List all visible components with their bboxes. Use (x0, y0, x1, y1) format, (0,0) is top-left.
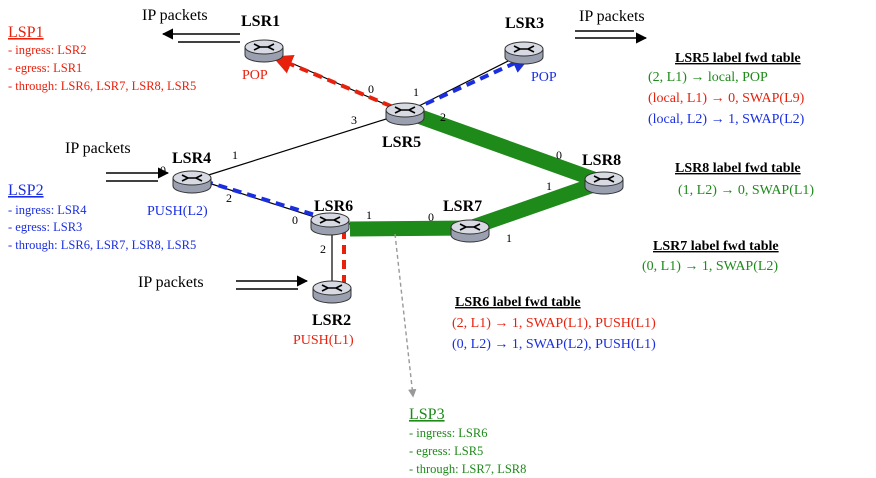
lsp1-legend: LSP1 - ingress: LSR2 - egress: LSR1 - th… (8, 24, 196, 93)
lsp3-title: LSP3 (409, 406, 445, 423)
ip-packet-arrows (106, 28, 648, 290)
router-lsr6-icon (310, 212, 350, 236)
lsp3-line: - ingress: LSR6 (409, 426, 487, 440)
lsp2-line: - ingress: LSR4 (8, 203, 87, 217)
ip-packets-label-lsr4: IP packets (65, 140, 131, 157)
lsr8-table-row: (1, L2) → 0, SWAP(L1) (678, 183, 814, 198)
lsr7-table-row: (0, L1) → 1, SWAP(L2) (642, 259, 778, 274)
ip-packets-label-lsr2: IP packets (138, 274, 204, 291)
port-lsr8-0: 0 (556, 148, 562, 162)
lsr5-table-row: (2, L1) → local, POP (648, 70, 768, 85)
lsr8-name: LSR8 (582, 152, 621, 169)
router-lsr3-icon (504, 41, 544, 65)
lsr8-table-title: LSR8 label fwd table (675, 161, 801, 176)
lsr5-name: LSR5 (382, 134, 421, 151)
lsr5-table-title: LSR5 label fwd table (675, 51, 801, 66)
port-lsr4-1: 1 (232, 148, 238, 162)
port-lsr4-2: 2 (226, 191, 232, 205)
lsr6-table-title: LSR6 label fwd table (455, 295, 581, 310)
lsr6-table-row: (0, L2) → 1, SWAP(L2), PUSH(L1) (452, 337, 656, 352)
port-lsr8-1: 1 (546, 179, 552, 193)
lsr3-note: POP (531, 70, 557, 85)
port-lsr4-0: 0 (160, 163, 166, 177)
lsp2-segment-lsr5-lsr3 (411, 54, 532, 112)
port-lsr6-1: 1 (366, 208, 372, 222)
port-lsr5-2: 2 (440, 110, 446, 124)
port-lsr1-0: 0 (368, 82, 374, 96)
lsp2-legend: LSP2 - ingress: LSR4 - egress: LSR3 - th… (8, 182, 196, 252)
lsp2-line: - through: LSR6, LSR7, LSR8, LSR5 (8, 238, 196, 252)
lsr3-name: LSR3 (505, 15, 544, 32)
lsp1-line: - through: LSR6, LSR7, LSR8, LSR5 (8, 79, 196, 93)
lsr5-table-row: (local, L2) → 1, SWAP(L2) (648, 112, 805, 127)
ip-packets-label-lsr1: IP packets (142, 7, 208, 24)
router-lsr8-icon (584, 171, 624, 195)
lsr6-table-row: (2, L1) → 1, SWAP(L1), PUSH(L1) (452, 316, 656, 331)
lsp2-path (203, 54, 532, 221)
port-lsr6-0: 0 (292, 213, 298, 227)
ip-packets-label-lsr3: IP packets (579, 8, 645, 25)
lsp2-line: - egress: LSR3 (8, 220, 82, 234)
link-lsr3-lsr5 (404, 52, 525, 114)
lsr4-note: PUSH(L2) (147, 204, 208, 219)
lsp3-line: - through: LSR7, LSR8 (409, 462, 526, 476)
lsr7-table-title: LSR7 label fwd table (653, 239, 779, 254)
lsr6-name: LSR6 (314, 198, 353, 215)
lsr8-table: LSR8 label fwd table (1, L2) → 0, SWAP(L… (675, 161, 814, 198)
lsp2-title: LSP2 (8, 182, 44, 199)
lsr7-table: LSR7 label fwd table (0, L1) → 1, SWAP(L… (642, 239, 779, 274)
lsr1-note: POP (242, 68, 268, 83)
link-lsr4-lsr5 (198, 112, 406, 179)
port-lsr7-0: 0 (428, 210, 434, 224)
lsp1-line: - egress: LSR1 (8, 61, 82, 75)
lsp3-pointer-arrow (394, 233, 417, 398)
router-lsr1-icon (244, 39, 284, 63)
lsr2-note: PUSH(L1) (293, 333, 354, 348)
lsp3-tunnel (349, 108, 610, 237)
lsp3-legend: LSP3 - ingress: LSR6 - egress: LSR5 - th… (409, 406, 526, 476)
lsp1-path (272, 54, 406, 284)
lsr1-name: LSR1 (241, 13, 280, 30)
lsp3-line: - egress: LSR5 (409, 444, 483, 458)
port-lsr7-1: 1 (506, 231, 512, 245)
links (198, 50, 603, 290)
lsp1-line: - ingress: LSR2 (8, 43, 86, 57)
lsr6-table: LSR6 label fwd table (2, L1) → 1, SWAP(L… (452, 295, 656, 352)
port-lsr6-2: 2 (320, 242, 326, 256)
lsr5-table-row: (local, L1) → 0, SWAP(L9) (648, 91, 805, 106)
lsr2-name: LSR2 (312, 312, 351, 329)
router-lsr2-icon (312, 280, 352, 304)
port-lsr5-3: 3 (351, 113, 357, 127)
lsr7-name: LSR7 (443, 198, 482, 215)
lsr5-table: LSR5 label fwd table (2, L1) → local, PO… (648, 51, 805, 127)
lsp1-title: LSP1 (8, 24, 44, 41)
lsr4-name: LSR4 (172, 150, 211, 167)
lsp2-segment-lsr4-lsr6 (203, 179, 329, 221)
port-lsr3-1: 1 (413, 85, 419, 99)
lsp1-segment-lsr5-lsr1 (272, 54, 406, 114)
router-lsr4-icon (172, 170, 212, 194)
router-lsr7-icon (450, 219, 490, 243)
router-lsr5-icon (385, 102, 425, 126)
